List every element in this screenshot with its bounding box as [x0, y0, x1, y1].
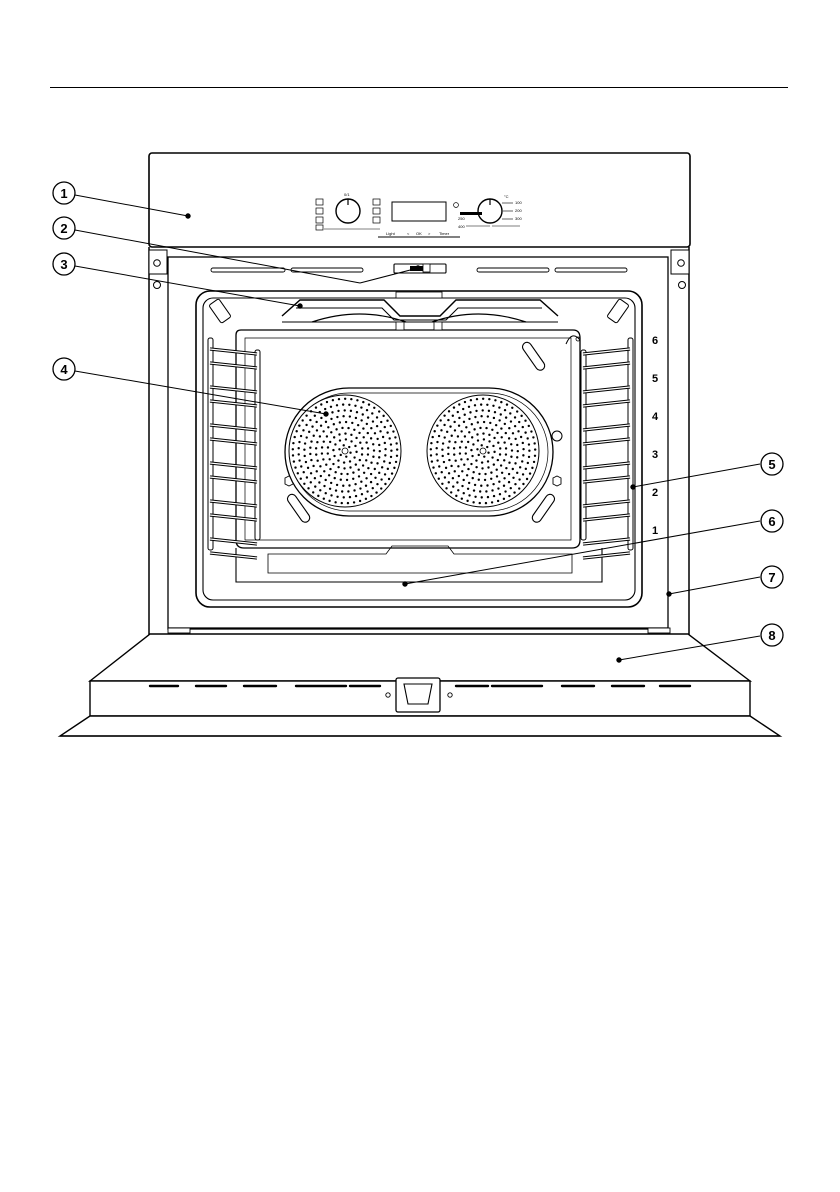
callout-8: 8 [761, 624, 783, 646]
shelf-level-2: 2 [652, 487, 658, 499]
svg-text:3: 3 [60, 257, 67, 272]
function-dial-label: 0/1 [344, 192, 350, 197]
callout-4: 4 [53, 358, 75, 380]
callout-7: 7 [761, 566, 783, 588]
temp-mark-4: 250 [458, 216, 465, 221]
fan-right [427, 395, 539, 507]
timer-button-label: Timer [439, 231, 450, 236]
callout-1: 1 [53, 182, 75, 204]
svg-text:2: 2 [60, 221, 67, 236]
svg-text:5: 5 [768, 457, 775, 472]
callout-6: 6 [761, 510, 783, 532]
callout-5: 5 [761, 453, 783, 475]
shelf-level-1: 1 [652, 525, 658, 537]
shelf-level-4: 4 [652, 411, 659, 423]
temp-mark-3: 300 [515, 216, 522, 221]
control-panel: 0/1 Light < OK > Timer °C 100 200 300 25… [149, 153, 690, 247]
door-catch [396, 678, 440, 712]
svg-text:4: 4 [60, 362, 68, 377]
light-button-label: Light [386, 231, 396, 236]
oven-door [60, 628, 780, 736]
shelf-level-6: 6 [652, 335, 658, 347]
temp-mark-5: 400 [458, 224, 465, 229]
callout-3: 3 [53, 253, 75, 275]
temp-mark-1: 100 [515, 200, 522, 205]
shelf-level-3: 3 [652, 449, 658, 461]
temp-unit-label: °C [504, 194, 509, 199]
callout-2: 2 [53, 217, 75, 239]
svg-text:6: 6 [768, 514, 775, 529]
display-window [392, 202, 446, 221]
fan-cover [285, 388, 553, 516]
shelf-level-labels: 6 5 4 3 2 1 [652, 335, 659, 537]
shelf-level-5: 5 [652, 373, 658, 385]
ok-button-label: OK [416, 231, 422, 236]
temp-mark-2: 200 [515, 208, 522, 213]
svg-text:8: 8 [768, 628, 775, 643]
fan-left [289, 395, 401, 507]
svg-text:7: 7 [768, 570, 775, 585]
svg-text:1: 1 [60, 186, 67, 201]
